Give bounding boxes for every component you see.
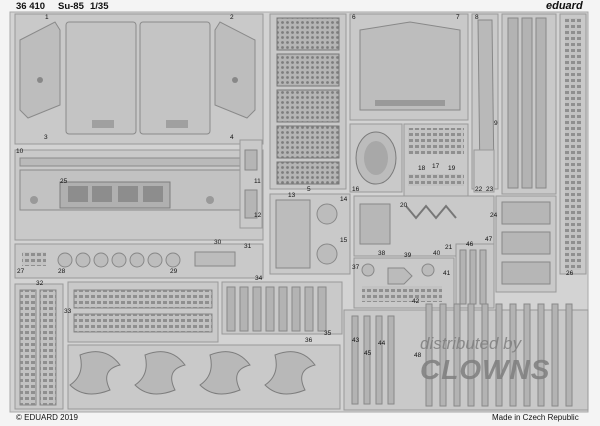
part-number-37: 37 <box>352 264 360 271</box>
part-number-32: 32 <box>36 280 44 287</box>
part-number-21: 21 <box>445 244 453 251</box>
part-number-5: 5 <box>307 186 311 193</box>
part-number-23: 23 <box>486 186 494 193</box>
part-number-2: 2 <box>230 14 234 21</box>
part-number-38: 38 <box>378 250 386 257</box>
part-number-26: 26 <box>566 270 574 277</box>
model-name: Su-85 <box>58 1 84 12</box>
part-number-34: 34 <box>255 275 263 282</box>
part-number-11: 11 <box>254 178 261 185</box>
part-number-7: 7 <box>456 14 460 21</box>
part-36-fenders <box>67 344 341 410</box>
part-10-strip <box>14 149 264 241</box>
part-24-boxes <box>495 195 557 293</box>
part-number-41: 41 <box>443 270 451 277</box>
part-number-15: 15 <box>340 237 348 244</box>
part-46-47-rails <box>455 243 495 309</box>
part-number-24: 24 <box>490 212 498 219</box>
part-number-3: 3 <box>44 134 48 141</box>
part-number-4: 4 <box>230 134 234 141</box>
part-number-27: 27 <box>17 268 25 275</box>
part-1-2-hatch-doors <box>14 13 264 145</box>
part-number-40: 40 <box>433 250 441 257</box>
watermark-distributed: distributed by <box>420 334 522 353</box>
part-number-28: 28 <box>58 268 66 275</box>
part-number-18: 18 <box>418 165 426 172</box>
part-number-9: 9 <box>494 120 498 127</box>
part-43-48-rods <box>343 303 589 411</box>
part-number-33: 33 <box>64 308 72 315</box>
part-number-48: 48 <box>414 352 422 359</box>
part-27-31-washers <box>14 243 264 279</box>
part-number-29: 29 <box>170 268 178 275</box>
watermark-clowns: CLOWNS <box>420 354 551 385</box>
part-11-12-clips <box>239 139 263 229</box>
part-number-44: 44 <box>378 340 386 347</box>
part-number-10: 10 <box>16 148 24 155</box>
part-number-12: 12 <box>254 212 262 219</box>
part-number-14: 14 <box>340 196 348 203</box>
part-number-22: 22 <box>475 186 483 193</box>
part-26-chain <box>559 13 587 275</box>
part-5-mesh <box>269 13 347 190</box>
part-16-oval-hatch <box>349 123 403 193</box>
part-number-39: 39 <box>404 252 412 259</box>
part-13-15-brackets <box>269 193 351 275</box>
part-number-31: 31 <box>244 243 252 250</box>
part-number-13: 13 <box>288 192 296 199</box>
part-number-8: 8 <box>475 14 479 21</box>
part-number-46: 46 <box>466 241 474 248</box>
part-number-47: 47 <box>485 236 493 243</box>
part-37-42-fittings <box>353 257 455 309</box>
part-number-25: 25 <box>60 178 68 185</box>
part-33-34-grilles <box>67 281 343 343</box>
part-32-grille <box>14 283 64 410</box>
part-number-16: 16 <box>352 186 360 193</box>
origin-label: Made in Czech Republic <box>492 413 579 422</box>
part-6-7-panel <box>349 13 469 121</box>
part-number-30: 30 <box>214 239 222 246</box>
part-number-19: 19 <box>448 165 456 172</box>
kit-number: 36 410 <box>16 1 46 12</box>
part-number-35: 35 <box>324 330 332 337</box>
part-number-36: 36 <box>305 337 313 344</box>
scale-label: 1/35 <box>90 1 109 12</box>
part-number-43: 43 <box>352 337 360 344</box>
copyright-label: © EDUARD 2019 <box>16 413 78 422</box>
brand-logo: eduard <box>546 0 583 12</box>
part-number-6: 6 <box>352 14 356 21</box>
part-number-45: 45 <box>364 350 372 357</box>
part-number-1: 1 <box>45 14 49 21</box>
part-number-42: 42 <box>412 298 420 305</box>
part-number-17: 17 <box>432 163 440 170</box>
part-number-20: 20 <box>400 202 408 209</box>
